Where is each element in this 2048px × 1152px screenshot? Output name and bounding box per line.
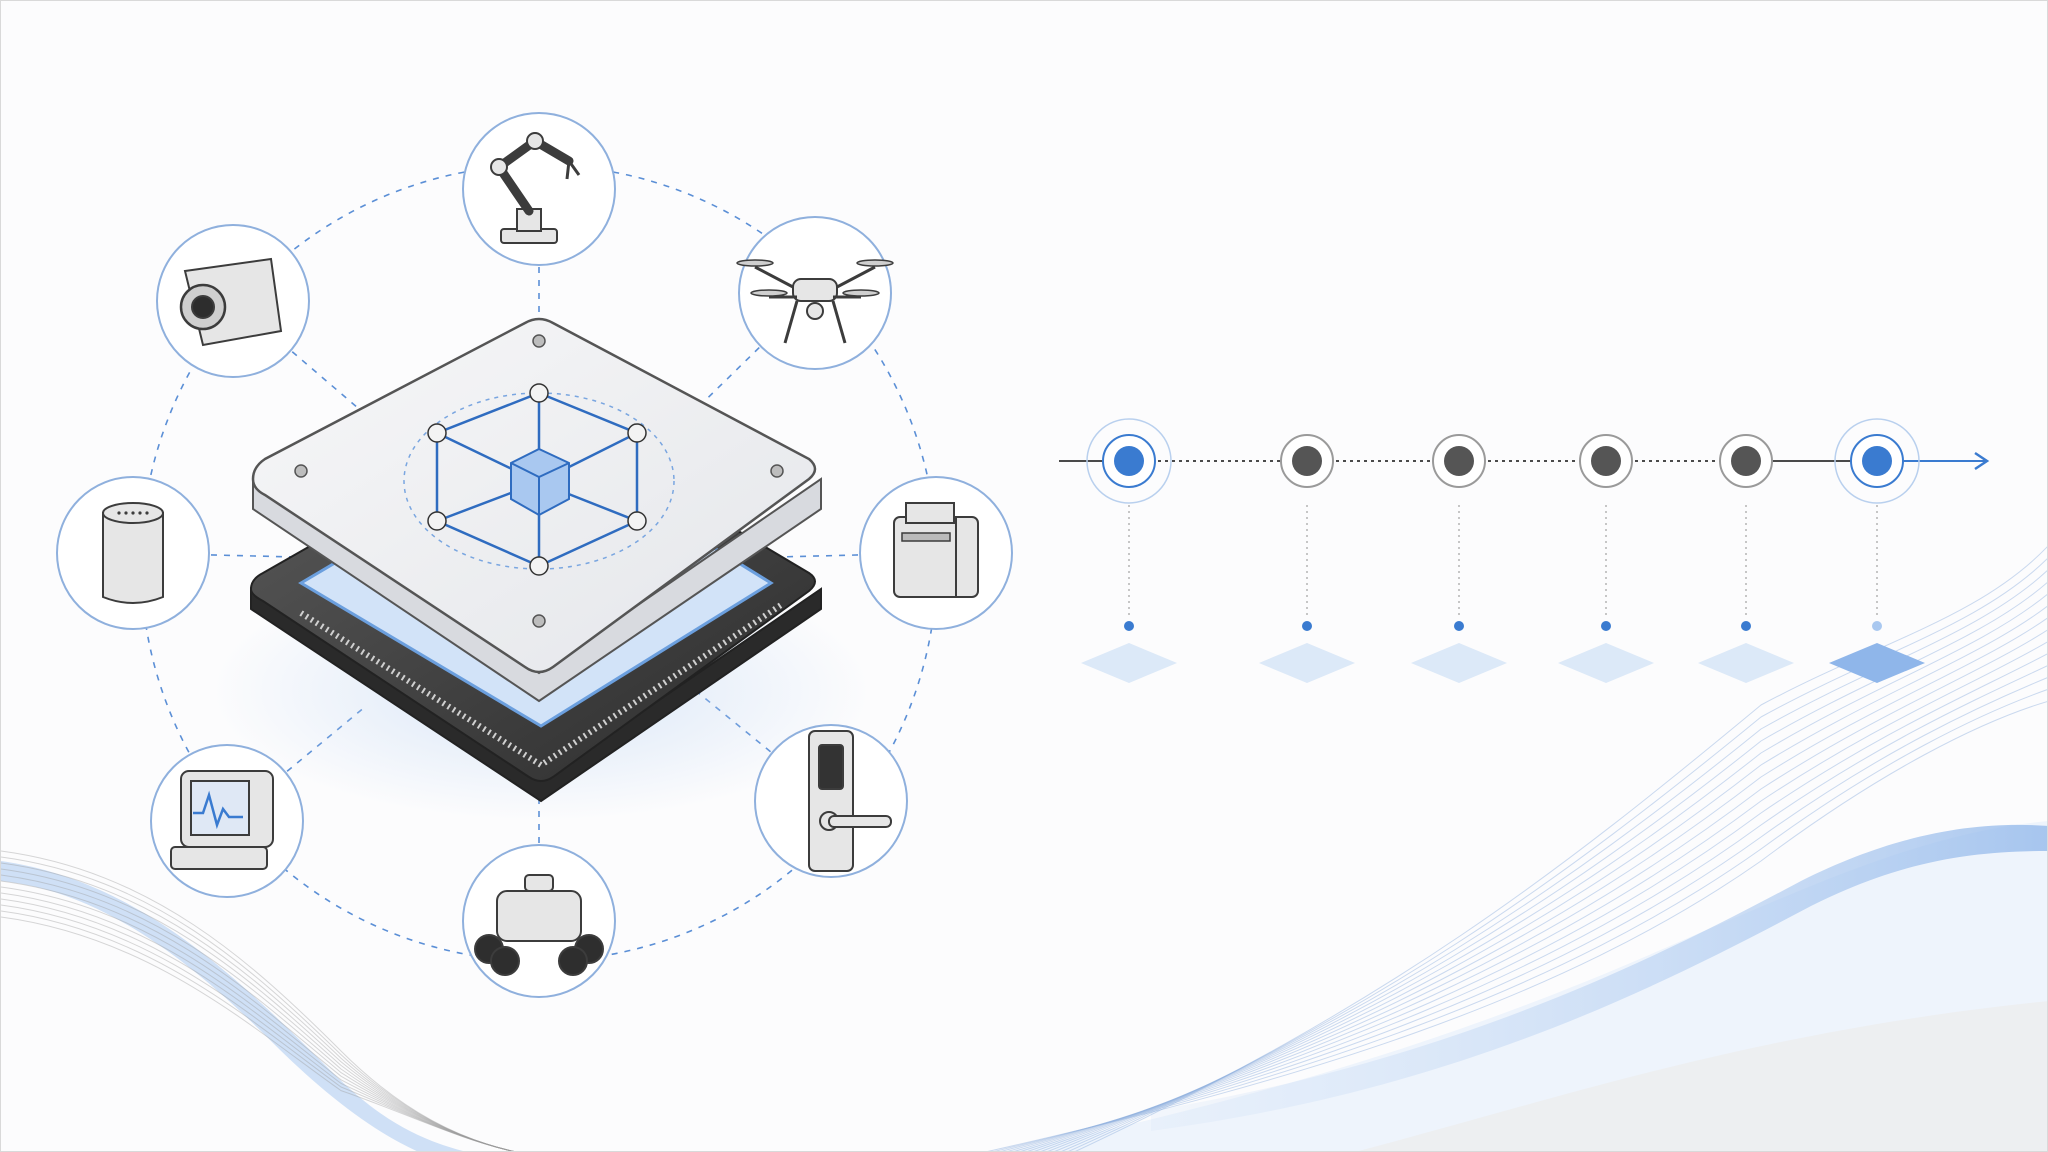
patient-monitor-icon (170, 770, 274, 870)
wave-line (1, 862, 515, 1151)
rover-robot-node[interactable] (462, 844, 616, 998)
timeline-stage[interactable] (1698, 434, 1794, 683)
robotic-arm-icon (490, 132, 581, 244)
drone-icon (736, 259, 894, 344)
stage-marker (1454, 621, 1464, 631)
timeline-stage[interactable] (1259, 434, 1355, 683)
security-camera-icon (179, 257, 283, 347)
wave-line (1020, 641, 2047, 1151)
stage-timeline (1059, 418, 1990, 683)
wave-line (1, 892, 515, 1151)
wave-line (1047, 593, 2047, 1151)
drone-node[interactable] (736, 216, 894, 370)
device-spoke (685, 346, 760, 420)
bolt (770, 464, 784, 478)
wave-line (1, 886, 515, 1151)
wave-line (1, 868, 515, 1151)
wave-band-right (1151, 824, 2047, 1131)
device-nodes (56, 112, 1013, 998)
bolt (532, 614, 546, 628)
stage-platform (1081, 643, 1177, 683)
stage-platform (1558, 643, 1654, 683)
timeline-stage[interactable] (1558, 434, 1654, 683)
background-waves (1, 546, 2047, 1151)
wave-line (1, 874, 515, 1151)
stage-dot (1862, 446, 1892, 476)
wave-line (1054, 582, 2047, 1151)
stage-platform (1259, 643, 1355, 683)
wave-line (1, 910, 515, 1151)
timeline-stage[interactable] (1829, 418, 1925, 683)
printer-node[interactable] (859, 476, 1013, 630)
smart-speaker-icon (102, 502, 164, 604)
stage-marker (1124, 621, 1134, 631)
timeline-stage[interactable] (1081, 418, 1177, 683)
wave-line (1, 880, 515, 1151)
printer-icon (893, 502, 979, 598)
wave-line (1, 850, 515, 1151)
wave-line (1068, 558, 2047, 1151)
stage-marker (1302, 621, 1312, 631)
wave-line (1, 916, 515, 1151)
central-cube-icon (510, 447, 570, 517)
security-camera-node[interactable] (156, 224, 310, 378)
smart-speaker-node[interactable] (56, 476, 210, 630)
stage-platform (1829, 643, 1925, 683)
wave-fill-grey (1358, 1001, 2047, 1151)
stage-marker (1872, 621, 1882, 631)
wave-line (1007, 665, 2047, 1151)
stage-marker (1741, 621, 1751, 631)
patient-monitor-node[interactable] (150, 744, 304, 898)
stage-halo (1086, 418, 1172, 504)
wave-line (1027, 629, 2047, 1151)
wave-line (1, 904, 515, 1151)
arrow-head-icon (1974, 451, 1990, 471)
smart-lock-icon (808, 730, 892, 872)
wave-line (1, 898, 515, 1151)
device-spoke (291, 351, 371, 419)
smart-lock-node[interactable] (754, 724, 908, 878)
stage-dot (1591, 446, 1621, 476)
wave-line (987, 701, 2047, 1151)
stage-halo (1834, 418, 1920, 504)
stage-dot (1292, 446, 1322, 476)
device-circle (462, 112, 616, 266)
rover-robot-icon (474, 874, 604, 976)
wave-line (1, 856, 515, 1151)
wave-line (1000, 677, 2047, 1151)
robotic-arm-node[interactable] (462, 112, 616, 266)
timeline-stage[interactable] (1411, 434, 1507, 683)
device-spoke (756, 554, 859, 559)
wave-line (1061, 570, 2047, 1151)
stage-platform (1698, 643, 1794, 683)
hub-orbit (403, 392, 675, 570)
bolt (294, 464, 308, 478)
wave-line (1040, 605, 2047, 1151)
stage-marker (1601, 621, 1611, 631)
stage-platform (1411, 643, 1507, 683)
bolt (532, 334, 546, 348)
wave-line (1034, 617, 2047, 1151)
central-hub (211, 317, 871, 821)
graph-nodes (427, 383, 647, 576)
device-spoke (210, 554, 313, 559)
wave-line (1013, 653, 2047, 1151)
stage-dot (1731, 446, 1761, 476)
stage-dot (1444, 446, 1474, 476)
wave-line (1075, 546, 2047, 1151)
stage-dot (1114, 446, 1144, 476)
wave-line (994, 689, 2047, 1151)
